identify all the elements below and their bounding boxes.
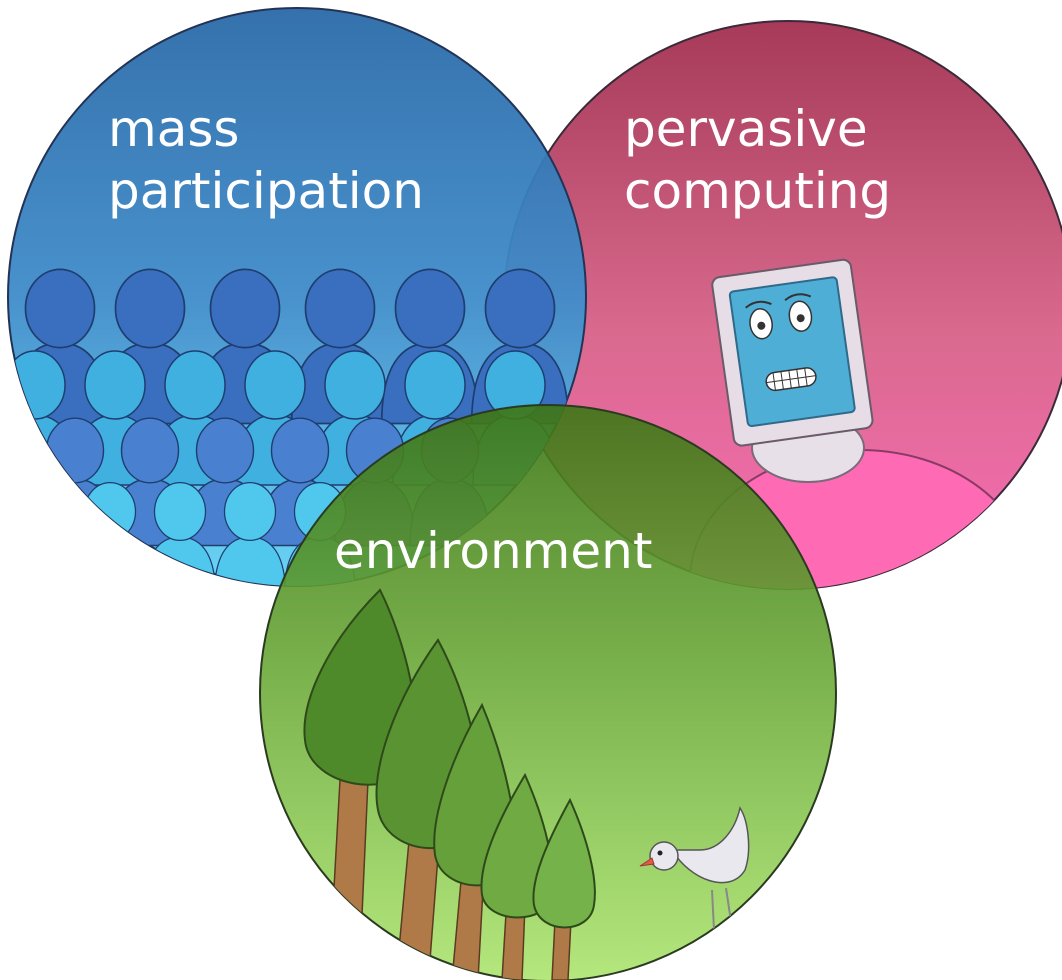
forest-illustration bbox=[303, 588, 750, 980]
environment-circle bbox=[259, 404, 837, 980]
mass-participation-label: mass participation bbox=[108, 98, 424, 222]
pervasive-computing-label-line-1: pervasive bbox=[624, 100, 868, 158]
pervasive-computing-label: pervasive computing bbox=[624, 98, 891, 222]
bird-illustration bbox=[639, 806, 750, 931]
mass-participation-label-line-2: participation bbox=[108, 162, 424, 220]
mass-participation-label-line-1: mass bbox=[108, 100, 240, 158]
environment-label: environment bbox=[334, 520, 652, 582]
pervasive-computing-label-line-2: computing bbox=[624, 162, 892, 220]
environment-label-line-1: environment bbox=[334, 522, 653, 580]
